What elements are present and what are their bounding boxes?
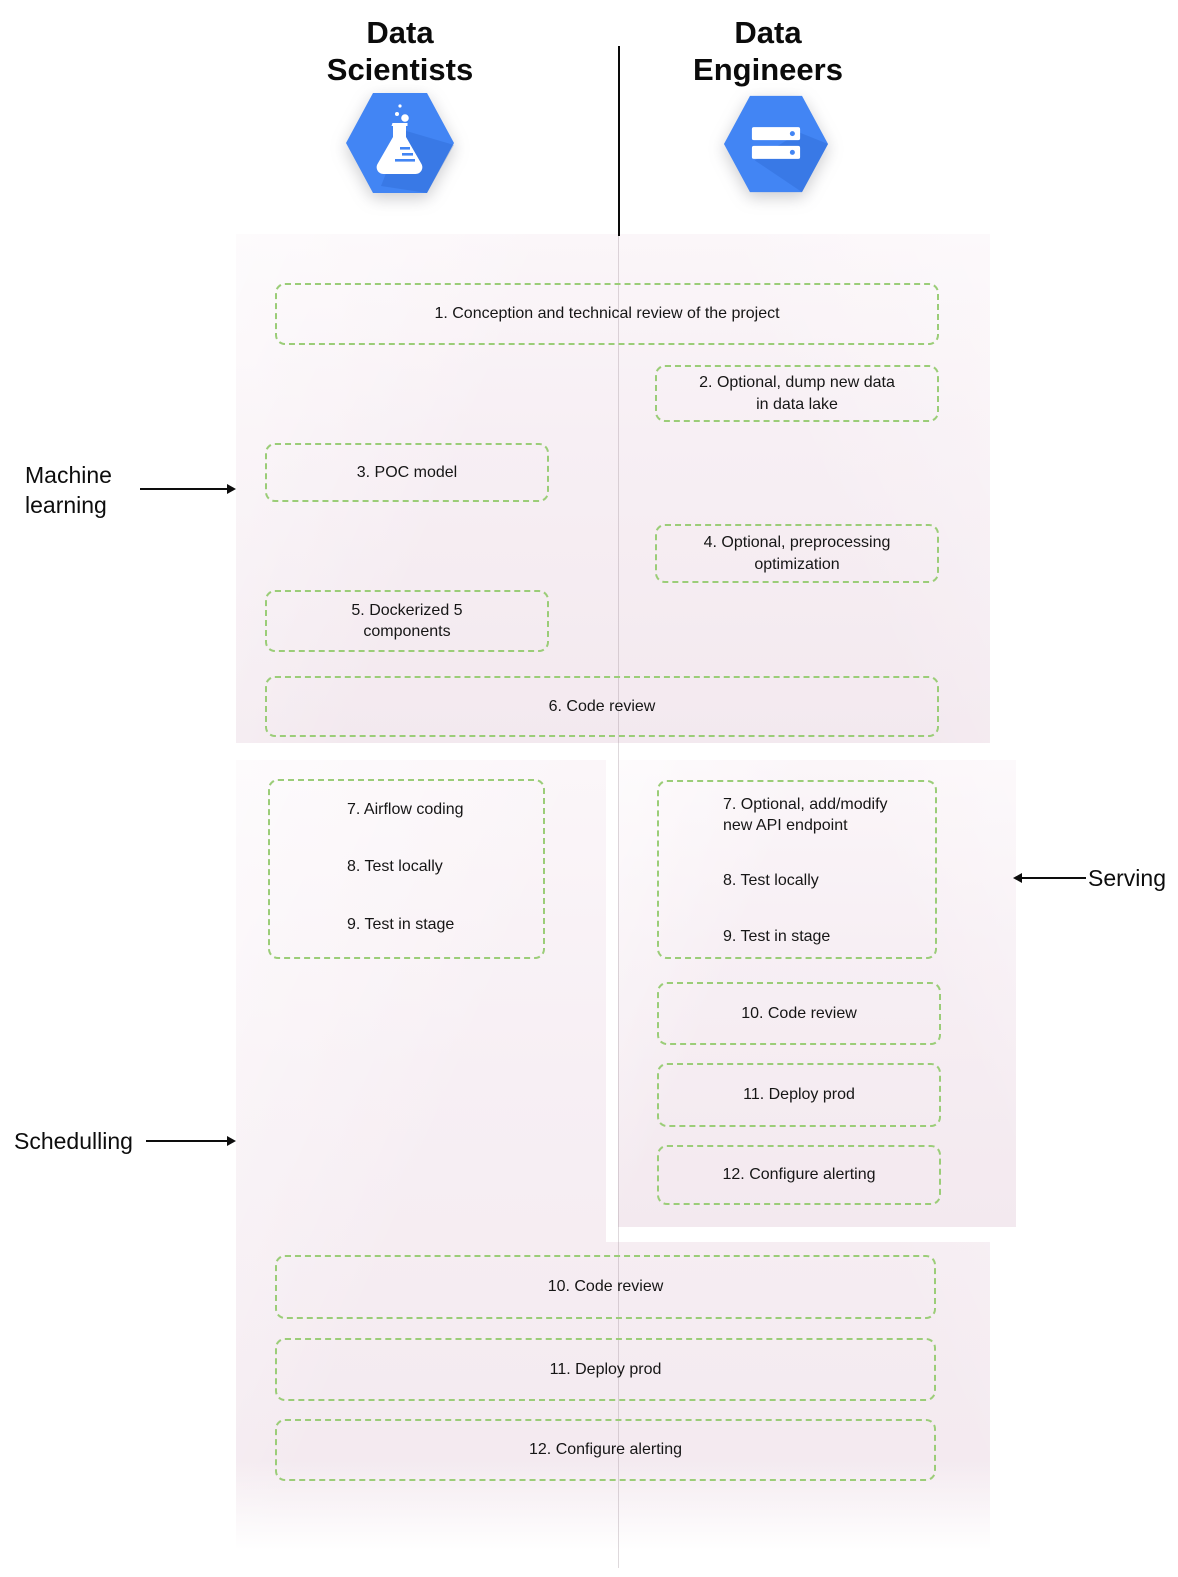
schedulling-arrow-head: [227, 1136, 236, 1146]
step-box-code-review-serving: 10. Code review: [657, 982, 941, 1045]
step-label: 12. Configure alerting: [529, 1441, 682, 1459]
step-label: components: [363, 623, 451, 640]
panel-seam-line: [618, 236, 619, 1568]
step-label: 11. Deploy prod: [743, 1086, 855, 1104]
step-box-deploy-prod-serving: 11. Deploy prod: [657, 1063, 941, 1127]
step-label: 6. Code review: [548, 697, 656, 715]
step-label: 11. Deploy prod: [549, 1360, 662, 1378]
step-label: 7. Airflow coding: [347, 801, 464, 818]
step-label: 9. Test in stage: [723, 927, 831, 945]
title-line: Engineers: [693, 52, 843, 87]
step-label: 10. Code review: [547, 1278, 664, 1296]
column-title-data-scientists: Data Scientists: [290, 14, 510, 88]
step-box-airflow-tests: 7. Airflow coding 8. Test locally 9. Tes…: [268, 779, 545, 959]
step-label: 12. Configure alerting: [722, 1166, 876, 1184]
step-label: 3. POC model: [356, 463, 458, 481]
step-box-deploy-prod-schedulling: 11. Deploy prod: [275, 1338, 936, 1401]
machine-learning-arrow-head: [227, 484, 236, 494]
step-box-conception: 1. Conception and technical review of th…: [275, 283, 939, 345]
title-line: Data: [734, 15, 802, 50]
step-box-configure-alerting-serving: 12. Configure alerting: [657, 1145, 941, 1205]
step-box-dump-data: 2. Optional, dump new data in data lake: [655, 365, 939, 422]
column-divider-line: [618, 46, 620, 236]
step-box-configure-alerting-schedulling: 12. Configure alerting: [275, 1419, 936, 1481]
column-title-data-engineers: Data Engineers: [658, 14, 878, 88]
title-line: Scientists: [326, 52, 474, 87]
servers-hexagon-icon: [723, 93, 829, 200]
step-label: 8. Test locally: [723, 872, 819, 890]
machine-learning-label: Machine learning: [25, 462, 112, 518]
step-box-code-review-schedulling: 10. Code review: [275, 1255, 936, 1319]
step-label: optimization: [754, 555, 840, 573]
machine-learning-arrow-line: [140, 488, 228, 490]
step-box-poc-model: 3. POC model: [265, 443, 549, 502]
step-box-code-review-ml: 6. Code review: [265, 676, 939, 737]
machine-learning-panel: [236, 234, 990, 743]
step-label: new API endpoint: [723, 817, 848, 834]
step-label: 9. Test in stage: [347, 915, 455, 933]
serving-panel: [618, 760, 1016, 1227]
flask-hexagon-icon: [345, 92, 455, 199]
step-label: 4. Optional, preprocessing: [703, 534, 891, 552]
step-label: 8. Test locally: [347, 858, 443, 876]
step-label: 7. Optional, add/modify: [723, 796, 888, 813]
step-box-api-tests: 7. Optional, add/modify new API endpoint…: [657, 780, 937, 959]
step-box-preprocessing: 4. Optional, preprocessing optimization: [655, 524, 939, 583]
serving-arrow-head: [1013, 873, 1022, 883]
schedulling-label: Schedulling: [14, 1128, 133, 1154]
serving-label: Serving: [1088, 865, 1166, 891]
step-label: 2. Optional, dump new data: [699, 374, 895, 392]
step-label: in data lake: [756, 395, 838, 413]
step-box-dockerized: 5. Dockerized 5 components: [265, 590, 549, 652]
serving-arrow-line: [1022, 877, 1086, 879]
title-line: Data: [366, 15, 434, 50]
step-label: 5. Dockerized 5: [351, 601, 463, 619]
panel-bottom-fade: [236, 1460, 990, 1550]
step-label: 1. Conception and technical review of th…: [434, 305, 780, 323]
step-label: 10. Code review: [741, 1004, 857, 1022]
schedulling-arrow-line: [146, 1140, 228, 1142]
